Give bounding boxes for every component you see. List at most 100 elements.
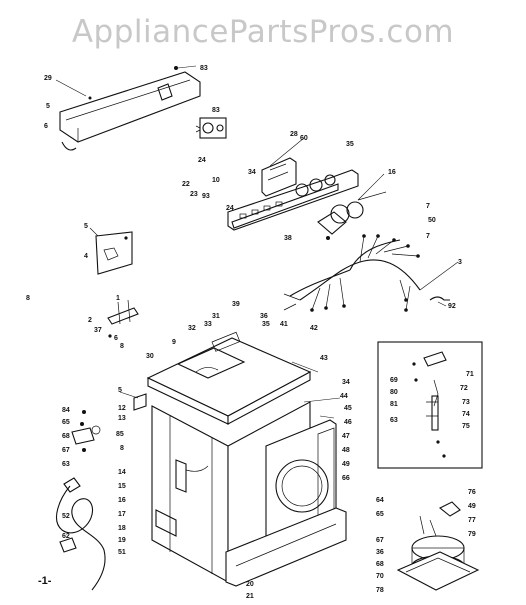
callout-label: 18 (118, 525, 126, 532)
callout-label: 35 (262, 321, 270, 328)
callout-label: 47 (342, 433, 350, 440)
callout-label: 23 (190, 191, 198, 198)
lid-switch-hardware (71, 393, 147, 452)
callout-label: 38 (284, 235, 292, 242)
callout-label: 6 (114, 335, 118, 342)
callout-label: 45 (344, 405, 352, 412)
callout-label: 28 (290, 131, 298, 138)
callout-label: 60 (300, 135, 308, 142)
callout-label: 39 (232, 301, 240, 308)
callout-label: 8 (120, 343, 124, 350)
callout-label: 32 (188, 325, 196, 332)
callout-label: 17 (118, 511, 126, 518)
callout-label: 8 (26, 295, 30, 302)
callout-label: 9 (172, 339, 176, 346)
callout-label: 74 (462, 411, 470, 418)
top-cover (146, 331, 312, 425)
callout-label: 8 (120, 445, 124, 452)
callout-label: 67 (62, 447, 70, 454)
callout-label: 24 (226, 205, 234, 212)
control-panel (227, 157, 359, 231)
callout-label: 4 (84, 253, 88, 260)
callout-label: 83 (200, 65, 208, 72)
callout-label: 76 (468, 489, 476, 496)
toe-panel (225, 507, 347, 587)
leader-lines (55, 65, 459, 419)
callout-label: 14 (118, 469, 126, 476)
callout-label: 5 (84, 223, 88, 230)
detail-inset-box (377, 341, 483, 469)
callout-label: 42 (310, 325, 318, 332)
callout-label: 72 (460, 385, 468, 392)
callout-label: 63 (62, 461, 70, 468)
console-switch (195, 117, 227, 139)
callout-label: 15 (118, 483, 126, 490)
callout-label: 36 (376, 549, 384, 556)
lid-hinge (107, 299, 139, 338)
figure-number: -1- (38, 575, 52, 587)
callout-label: 71 (466, 371, 474, 378)
callout-label: 44 (340, 393, 348, 400)
callout-label: 49 (468, 503, 476, 510)
console-back-bracket (59, 66, 201, 151)
callout-label: 33 (204, 321, 212, 328)
callout-label: 36 (260, 313, 268, 320)
callout-label: 85 (116, 431, 124, 438)
callout-label: 49 (342, 461, 350, 468)
side-bracket (95, 231, 133, 275)
callout-label: 79 (468, 531, 476, 538)
callout-label: 92 (448, 303, 456, 310)
callout-label: 37 (94, 327, 102, 334)
callout-label: 51 (118, 549, 126, 556)
callout-label: 64 (376, 497, 384, 504)
callout-label: 50 (428, 217, 436, 224)
callout-label: 69 (390, 377, 398, 384)
power-cord (56, 477, 106, 591)
callout-label: 67 (376, 537, 384, 544)
callout-labels: 29 83 5 6 83 28 60 35 24 22 23 93 10 24 … (26, 65, 476, 600)
callout-label: 73 (462, 399, 470, 406)
callout-label: 65 (62, 419, 70, 426)
callout-label: 35 (346, 141, 354, 148)
callout-label: 84 (62, 407, 70, 414)
callout-label: 34 (248, 169, 256, 176)
callout-label: 7 (426, 233, 430, 240)
callout-label: 22 (182, 181, 190, 188)
callout-label: 43 (320, 355, 328, 362)
callout-label: 83 (212, 107, 220, 114)
callout-label: 16 (118, 497, 126, 504)
callout-label: 24 (198, 157, 206, 164)
callout-label: 68 (376, 561, 384, 568)
callout-label: 62 (62, 533, 70, 540)
callout-label: 6 (44, 123, 48, 130)
callout-label: 13 (118, 415, 126, 422)
callout-label: 34 (342, 379, 350, 386)
callout-label: 78 (376, 587, 384, 594)
callout-label: 93 (202, 193, 210, 200)
callout-label: 3 (458, 259, 462, 266)
timer (317, 191, 387, 240)
callout-label: 12 (118, 405, 126, 412)
callout-label: 5 (46, 103, 50, 110)
callout-label: 65 (376, 511, 384, 518)
callout-label: 68 (62, 433, 70, 440)
callout-label: 10 (212, 177, 220, 184)
callout-label: 52 (62, 513, 70, 520)
callout-label: 30 (146, 353, 154, 360)
callout-label: 1 (116, 295, 120, 302)
callout-label: 21 (246, 593, 254, 600)
callout-label: 31 (212, 313, 220, 320)
wiring-harness (283, 234, 450, 312)
callout-label: 41 (280, 321, 288, 328)
callout-label: 19 (118, 537, 126, 544)
callout-label: 7 (426, 203, 430, 210)
drive-motor-assembly (396, 501, 480, 591)
callout-label: 5 (118, 387, 122, 394)
callout-label: 29 (44, 75, 52, 82)
callout-label: 48 (342, 447, 350, 454)
callout-label: 16 (388, 169, 396, 176)
callout-label: 81 (390, 401, 398, 408)
callout-label: 63 (390, 417, 398, 424)
